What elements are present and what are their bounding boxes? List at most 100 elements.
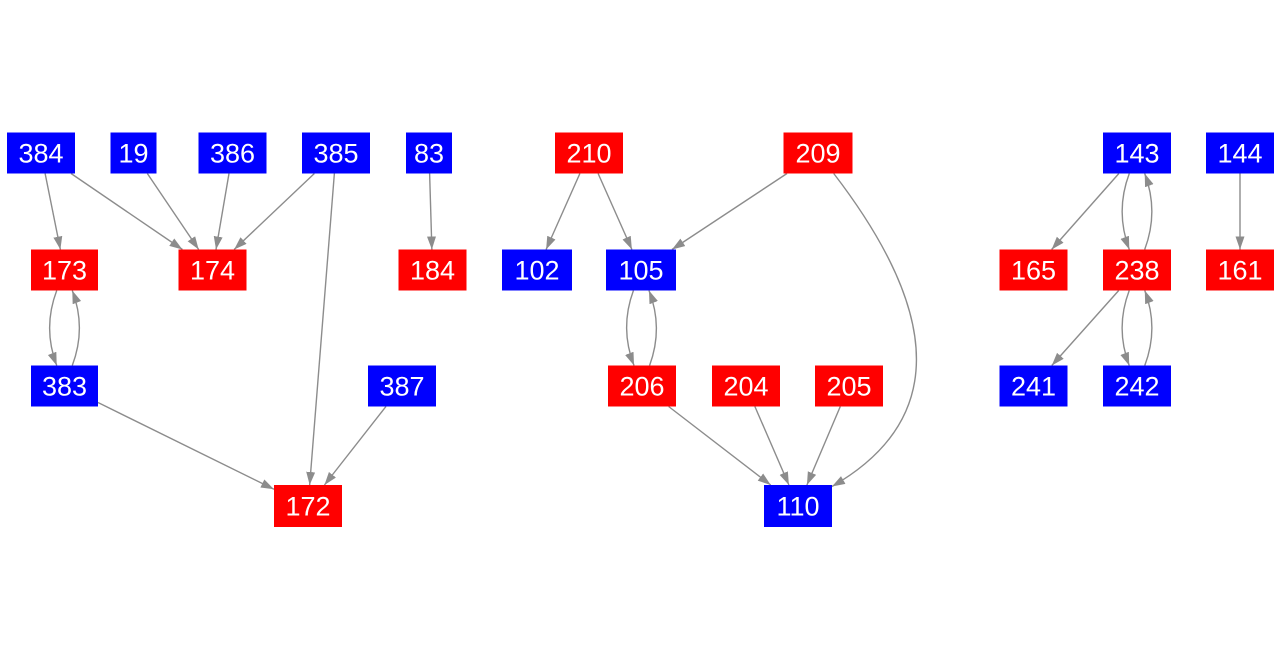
graph-node-242: 242 — [1103, 365, 1171, 407]
edge-385-to-172 — [306, 173, 336, 486]
graph-node-165: 165 — [999, 249, 1068, 291]
graph-node-241: 241 — [999, 365, 1068, 407]
node-label-387: 387 — [379, 372, 424, 402]
edge-383-to-173 — [71, 290, 82, 366]
graph-node-143: 143 — [1103, 132, 1171, 174]
edge-210-to-102 — [545, 173, 581, 250]
node-label-242: 242 — [1114, 372, 1159, 402]
edge-206-to-105 — [648, 290, 658, 366]
node-label-19: 19 — [118, 139, 148, 169]
node-box-172 — [274, 485, 342, 527]
edge-385-to-174 — [233, 172, 315, 251]
graph-node-383: 383 — [31, 365, 98, 407]
graph-node-161: 161 — [1206, 249, 1274, 291]
node-label-174: 174 — [190, 256, 235, 286]
edge-83-to-184 — [427, 173, 436, 250]
graph-node-173: 173 — [31, 249, 98, 291]
node-box-384 — [7, 132, 75, 174]
edge-384-to-174 — [70, 172, 183, 251]
edge-209-to-105 — [671, 172, 788, 251]
edge-238-to-241 — [1051, 290, 1120, 366]
graph-node-83: 83 — [406, 132, 452, 174]
node-box-238 — [1103, 249, 1171, 291]
edge-383-to-172 — [97, 401, 275, 490]
graph-node-172: 172 — [274, 485, 342, 527]
node-box-206 — [608, 365, 676, 407]
graph-node-174: 174 — [178, 249, 247, 291]
node-box-102 — [502, 249, 572, 291]
node-label-184: 184 — [410, 256, 455, 286]
node-label-384: 384 — [18, 139, 63, 169]
node-box-204 — [712, 365, 780, 407]
node-label-206: 206 — [619, 372, 664, 402]
edge-19-to-174 — [146, 173, 200, 250]
node-box-165 — [999, 249, 1068, 291]
node-box-110 — [764, 485, 832, 527]
node-label-102: 102 — [514, 256, 559, 286]
node-box-83 — [406, 132, 452, 174]
node-label-165: 165 — [1011, 256, 1056, 286]
node-label-83: 83 — [414, 139, 444, 169]
edge-386-to-174 — [213, 173, 230, 250]
node-box-161 — [1206, 249, 1274, 291]
node-box-143 — [1103, 132, 1171, 174]
edge-204-to-110 — [754, 406, 790, 486]
nodes-layer: 384 19 386 385 83 210 209 143 144 173 174 184 102 105… — [7, 132, 1274, 527]
graph-node-204: 204 — [712, 365, 780, 407]
graph-node-384: 384 — [7, 132, 75, 174]
graph-node-206: 206 — [608, 365, 676, 407]
node-box-209 — [783, 132, 853, 174]
node-label-110: 110 — [776, 492, 819, 522]
edge-205-to-110 — [806, 406, 841, 486]
node-label-204: 204 — [723, 372, 768, 402]
node-label-172: 172 — [285, 492, 330, 522]
node-box-242 — [1103, 365, 1171, 407]
graph-node-102: 102 — [502, 249, 572, 291]
node-box-385 — [302, 132, 370, 174]
node-box-387 — [368, 365, 436, 407]
node-label-143: 143 — [1114, 139, 1159, 169]
node-box-210 — [555, 132, 623, 174]
graph-node-144: 144 — [1206, 132, 1274, 174]
edge-238-to-242 — [1120, 290, 1130, 366]
node-box-241 — [999, 365, 1068, 407]
edge-143-to-165 — [1051, 173, 1120, 250]
node-box-205 — [815, 365, 883, 407]
graph-node-110: 110 — [764, 485, 832, 527]
edge-209-to-110 — [831, 173, 917, 488]
edge-387-to-172 — [323, 406, 387, 486]
graph-node-205: 205 — [815, 365, 883, 407]
node-label-173: 173 — [42, 256, 87, 286]
edge-105-to-206 — [625, 290, 635, 366]
edge-173-to-383 — [47, 290, 58, 366]
edge-238-to-143 — [1144, 173, 1154, 250]
edge-143-to-238 — [1120, 173, 1130, 250]
node-label-383: 383 — [42, 372, 87, 402]
node-box-386 — [198, 132, 267, 174]
edge-206-to-110 — [668, 405, 772, 486]
graph-node-209: 209 — [783, 132, 853, 174]
node-box-19 — [110, 132, 157, 174]
node-label-105: 105 — [618, 256, 663, 286]
edge-242-to-238 — [1144, 290, 1154, 366]
graph-node-386: 386 — [198, 132, 267, 174]
graph-node-105: 105 — [606, 249, 676, 291]
node-box-383 — [31, 365, 98, 407]
node-label-161: 161 — [1217, 256, 1262, 286]
graph-node-210: 210 — [555, 132, 623, 174]
node-label-209: 209 — [795, 139, 840, 169]
graph-node-387: 387 — [368, 365, 436, 407]
graph-node-385: 385 — [302, 132, 370, 174]
node-label-205: 205 — [826, 372, 871, 402]
node-box-184 — [398, 249, 467, 291]
node-label-241: 241 — [1011, 372, 1056, 402]
node-label-210: 210 — [566, 139, 611, 169]
node-box-144 — [1206, 132, 1274, 174]
edge-384-to-173 — [44, 173, 63, 250]
graph-node-19: 19 — [110, 132, 157, 174]
graph-node-184: 184 — [398, 249, 467, 291]
edges-layer — [44, 172, 1245, 490]
node-box-174 — [178, 249, 247, 291]
